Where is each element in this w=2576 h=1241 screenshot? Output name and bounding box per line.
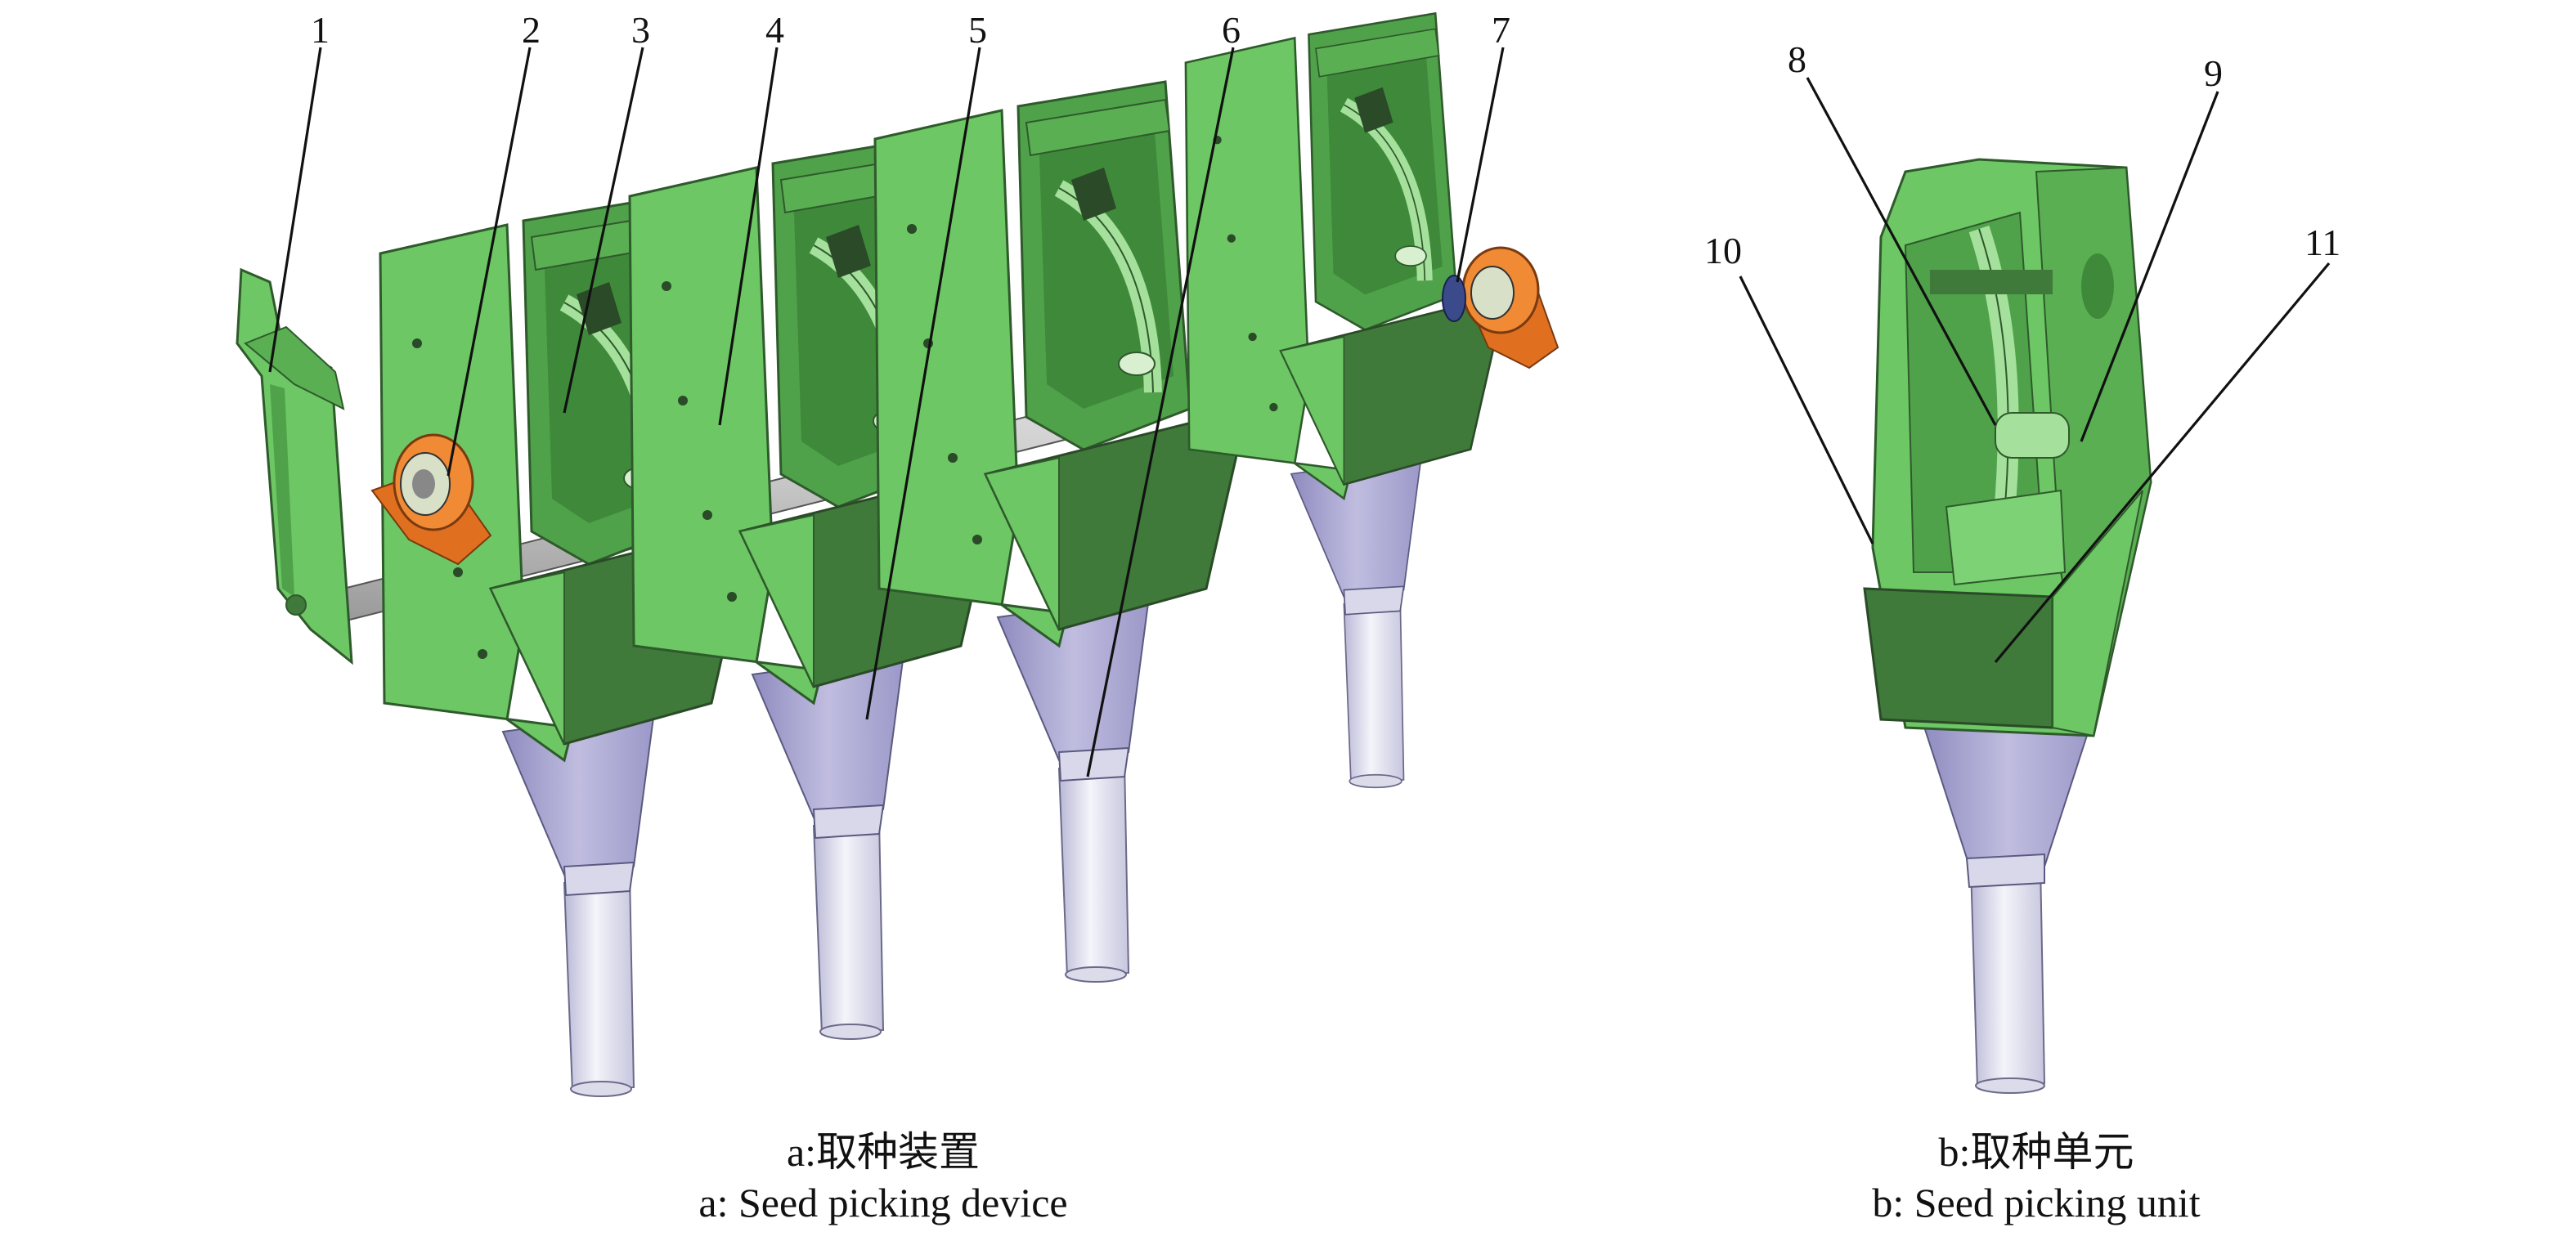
svg-text:9: 9 <box>2204 52 2223 94</box>
caption-panel-a: a:取种装置 a: Seed picking device <box>572 1127 1194 1228</box>
panel-a-seed-picking-device <box>236 13 1560 1096</box>
svg-text:7: 7 <box>1492 9 1510 51</box>
caption-b-chinese: b:取种单元 <box>1938 1129 2134 1175</box>
callout-1: 1 <box>268 9 330 373</box>
caption-a-english: a: Seed picking device <box>698 1180 1068 1225</box>
right-bearing-seat <box>1442 246 1560 370</box>
outlet-box <box>1863 587 2054 729</box>
callout-10: 10 <box>1704 230 1874 544</box>
svg-text:5: 5 <box>968 9 987 51</box>
caption-a-chinese: a:取种装置 <box>786 1129 981 1175</box>
svg-text:11: 11 <box>2304 222 2340 263</box>
callout-8: 8 <box>1788 38 1997 426</box>
left-bearing-seat <box>370 433 492 566</box>
callout-6: 6 <box>1086 9 1241 777</box>
svg-text:1: 1 <box>311 9 330 51</box>
svg-text:6: 6 <box>1222 9 1241 51</box>
callout-11: 11 <box>1994 222 2340 664</box>
callout-5: 5 <box>865 9 987 720</box>
callout-7: 7 <box>1456 9 1510 283</box>
caption-panel-b: b:取种单元 b: Seed picking unit <box>1791 1127 2282 1228</box>
svg-text:8: 8 <box>1788 38 1806 80</box>
callout-3: 3 <box>563 9 650 414</box>
caption-b-english: b: Seed picking unit <box>1872 1180 2201 1225</box>
seed-funnel <box>1920 714 2095 872</box>
seed-picking-unit-4 <box>1186 13 1506 787</box>
svg-text:2: 2 <box>522 9 541 51</box>
svg-text:10: 10 <box>1704 230 1742 271</box>
panel-b-seed-picking-unit <box>1863 158 2152 1094</box>
callout-4: 4 <box>718 9 784 426</box>
callout-9: 9 <box>2080 52 2223 442</box>
seed-tube <box>1969 861 2046 1089</box>
svg-text:3: 3 <box>631 9 650 51</box>
callout-2: 2 <box>447 9 541 477</box>
svg-text:4: 4 <box>765 9 784 51</box>
adjusting-lever <box>236 267 353 665</box>
